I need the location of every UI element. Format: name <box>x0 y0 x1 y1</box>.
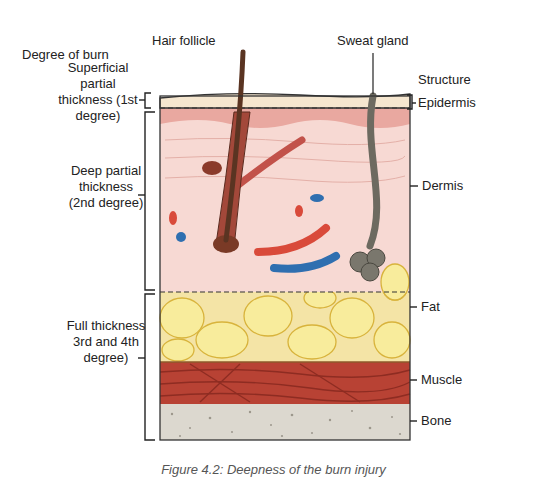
figure-caption: Figure 4.2: Deepness of the burn injury <box>0 462 547 478</box>
layer-label: Epidermis <box>418 95 476 111</box>
degree-label: Superficial partial thickness (1st degre… <box>57 60 139 124</box>
degree-label: Deep partial thickness (2nd degree) <box>65 163 147 211</box>
layer-label: Bone <box>421 413 451 429</box>
degree-label: Full thickness 3rd and 4th degree) <box>65 318 147 366</box>
column-heading: Structure <box>418 72 471 88</box>
part-label: Sweat gland <box>337 33 409 49</box>
layer-label: Dermis <box>422 178 463 194</box>
layer-label: Muscle <box>421 372 462 388</box>
part-label: Hair follicle <box>152 33 216 49</box>
layer-label: Fat <box>421 299 440 315</box>
